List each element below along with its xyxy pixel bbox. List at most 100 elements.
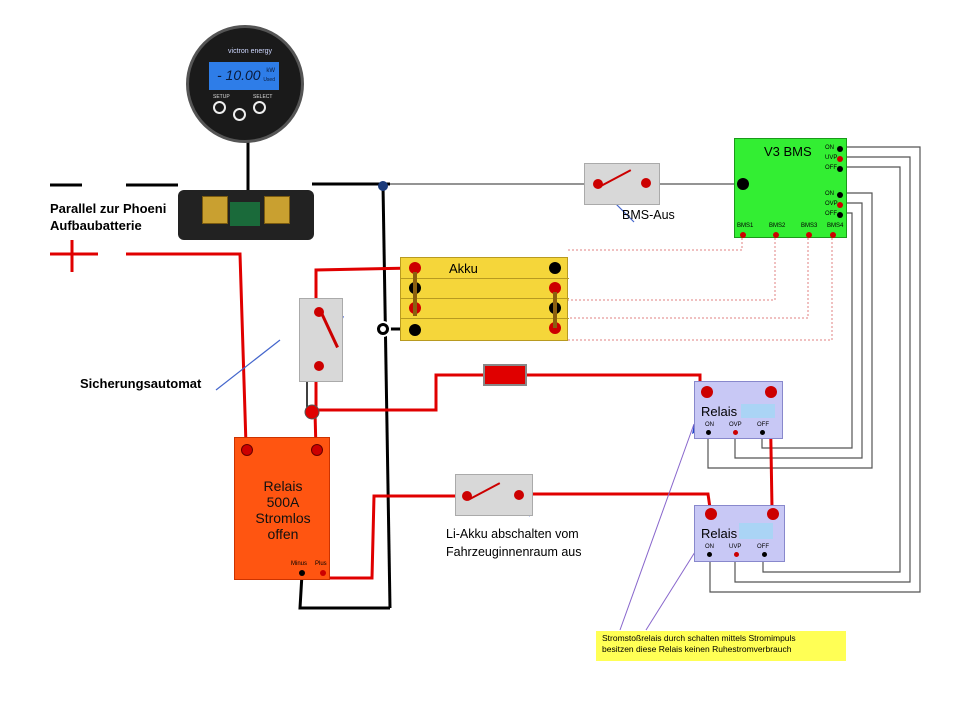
akku-link — [413, 272, 417, 316]
parallel-label-1: Parallel zur Phoeni — [50, 201, 167, 216]
switch-contact-left — [593, 179, 603, 189]
relay-1-pin-ovp: OVP — [729, 422, 742, 428]
latching-relay-2: Relais ON UVP OFF — [694, 505, 785, 562]
relay-terminal — [701, 386, 713, 398]
relay-2-label: Relais — [701, 526, 738, 541]
switch-contact-right — [514, 490, 524, 500]
shunt-board — [230, 202, 260, 226]
switch-lever — [598, 169, 632, 188]
relay-pin — [760, 430, 765, 435]
relay-pin — [733, 430, 738, 435]
monitor-subunit: Used — [263, 77, 275, 83]
relay-pin — [707, 552, 712, 557]
relay-line1: Relais — [263, 478, 303, 494]
bms-terminal — [837, 212, 843, 218]
bms-pin-off: OFF — [825, 211, 837, 217]
shunt-terminal-right — [264, 196, 290, 224]
switch-contact-right — [641, 178, 651, 188]
bms-main-terminal — [737, 178, 749, 190]
bms-terminal — [830, 232, 836, 238]
breaker-lever — [320, 312, 339, 349]
akku-cell-divider — [401, 318, 569, 319]
switch-contact-left — [462, 491, 472, 501]
battery-pack: Akku — [400, 257, 569, 341]
relay-line4: offen — [267, 526, 299, 542]
bms-pin-on: ON — [825, 191, 834, 197]
relay-pin — [734, 552, 739, 557]
relay-label-highlight — [741, 404, 775, 418]
akku-cell-divider — [401, 298, 569, 299]
setup-button[interactable] — [213, 101, 226, 114]
select-label: SELECT — [253, 94, 273, 100]
bms-terminal — [837, 156, 843, 162]
note-line-1: Stromstoßrelais durch schalten mittels S… — [602, 633, 796, 643]
minus-button[interactable] — [233, 108, 246, 121]
monitor-brand: victron energy — [228, 48, 272, 55]
monitor-unit: kW — [266, 68, 275, 74]
relay-2-pin-on: ON — [705, 544, 714, 550]
bms-terminal — [837, 166, 843, 172]
bms-pin-bms3: BMS3 — [801, 223, 818, 229]
relay-text: Relais 500A Stromlos offen — [235, 478, 331, 542]
bms-title: V3 BMS — [764, 144, 812, 159]
shunt — [178, 190, 314, 240]
relay-minus-label: Minus — [291, 561, 308, 567]
bms-terminal — [837, 192, 843, 198]
relay-2-pin-off: OFF — [757, 544, 769, 550]
relay-terminal — [311, 444, 323, 456]
breaker-contact-top — [314, 307, 324, 317]
bms-pin-off: OFF — [825, 165, 837, 171]
note-box: Stromstoßrelais durch schalten mittels S… — [596, 631, 846, 661]
relay-1-pin-on: ON — [705, 422, 714, 428]
parallel-label-2: Aufbaubatterie — [50, 218, 142, 233]
relay-1-label: Relais — [701, 404, 738, 419]
akku-cell-divider — [401, 278, 569, 279]
relay-coil-terminal — [299, 570, 305, 576]
relay-plus-label: Plus — [315, 561, 327, 567]
relay-coil-terminal — [320, 570, 326, 576]
monitor-display: - 10.00 kW Used — [209, 62, 279, 90]
relay-terminal — [767, 508, 779, 520]
relay-pin — [762, 552, 767, 557]
fuse — [483, 364, 527, 386]
switch-lever — [467, 482, 501, 501]
relay-1-pin-off: OFF — [757, 422, 769, 428]
select-button[interactable] — [253, 101, 266, 114]
akku-pole-plus — [549, 282, 561, 294]
bms-module: V3 BMS ON UVP OFF ON OVP OFF BMS1 BMS2 B… — [734, 138, 847, 238]
bms-off-switch[interactable] — [584, 163, 660, 205]
bms-terminal — [740, 232, 746, 238]
bms-pin-bms1: BMS1 — [737, 223, 754, 229]
bms-pin-on: ON — [825, 145, 834, 151]
akku-pole-minus — [409, 324, 421, 336]
sicherungsautomat-label: Sicherungsautomat — [80, 376, 202, 391]
relay-line2: 500A — [266, 494, 300, 510]
relay-terminal — [241, 444, 253, 456]
bms-aus-label: BMS-Aus — [622, 208, 675, 222]
akku-label: Akku — [449, 261, 478, 276]
shunt-terminal-left — [202, 196, 228, 224]
relay-pin — [706, 430, 711, 435]
akku-link — [553, 292, 557, 328]
akku-pole-plus — [549, 322, 561, 334]
relay-line3: Stromlos — [255, 510, 311, 526]
relay-terminal — [705, 508, 717, 520]
relay-label-highlight — [739, 523, 773, 539]
latching-relay-1: Relais ON OVP OFF — [694, 381, 783, 439]
battery-monitor: victron energy - 10.00 kW Used SETUP SEL… — [186, 25, 304, 143]
monitor-value: - 10.00 — [217, 67, 261, 83]
bms-terminal — [837, 146, 843, 152]
relay-2-pin-uvp: UVP — [729, 544, 742, 550]
setup-label: SETUP — [213, 94, 230, 100]
akku-pole-plus — [409, 262, 421, 274]
bms-pin-bms4: BMS4 — [827, 223, 844, 229]
bms-terminal — [806, 232, 812, 238]
breaker-contact-bottom — [314, 361, 324, 371]
li-akku-switch[interactable] — [455, 474, 533, 516]
bms-terminal — [773, 232, 779, 238]
bms-pin-bms2: BMS2 — [769, 223, 786, 229]
main-relay: Relais 500A Stromlos offen Minus Plus — [234, 437, 330, 580]
li-akku-label-1: Li-Akku abschalten vom — [446, 527, 579, 541]
bms-pin-uvp: UVP — [825, 155, 838, 161]
